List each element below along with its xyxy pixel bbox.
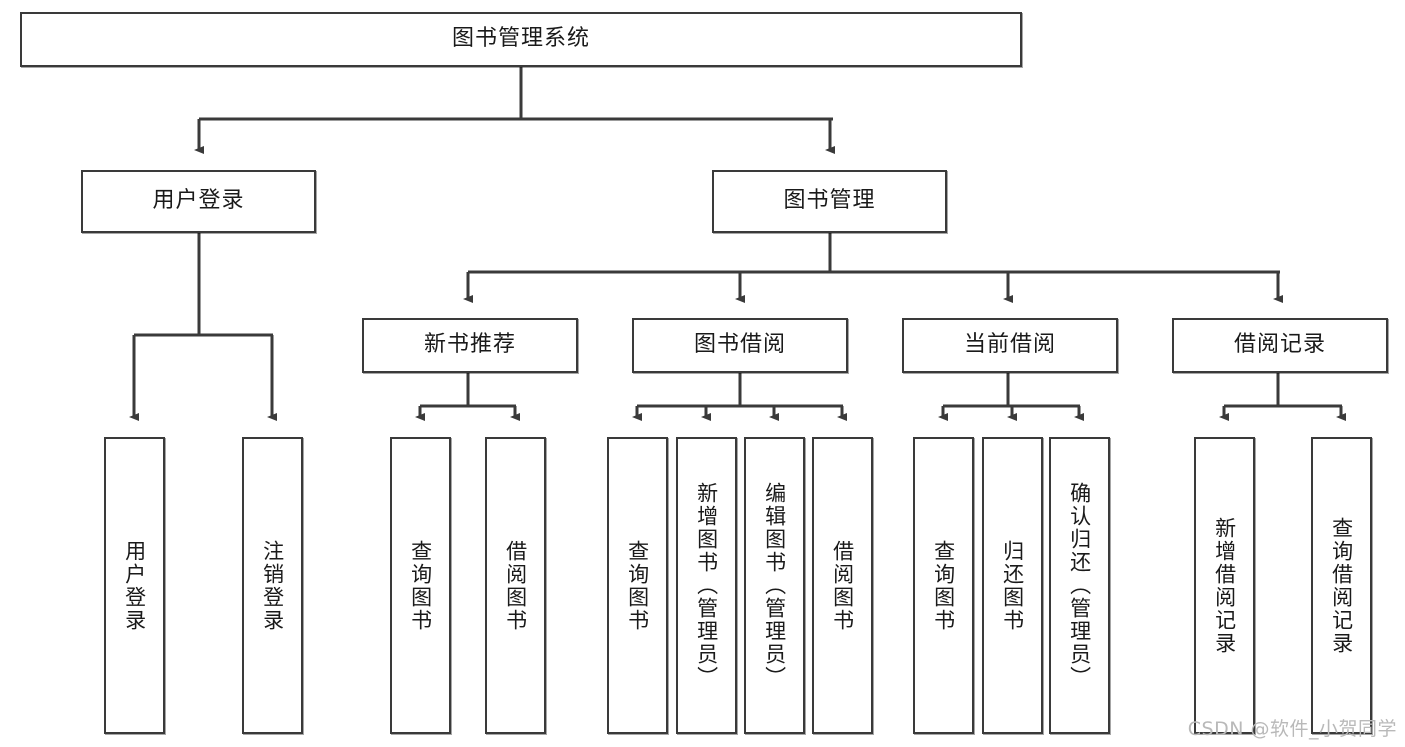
node-label: 图书管理系统 [451, 26, 590, 52]
node-book-management[interactable]: 图书管理 [712, 170, 947, 233]
node-label: 查询图书 [625, 539, 650, 632]
node-label: 编辑图书（管理员） [762, 482, 787, 689]
node-label: 查询图书 [408, 539, 433, 632]
node-label: 用户登录 [122, 539, 147, 632]
leaf-current-borrow-query-book[interactable]: 查询图书 [913, 437, 974, 734]
node-label: 新增借阅记录 [1212, 516, 1237, 655]
node-label: 借阅图书 [830, 539, 855, 632]
node-label: 归还图书 [1000, 539, 1025, 632]
node-label: 查询图书 [931, 539, 956, 632]
node-book-borrow[interactable]: 图书借阅 [632, 318, 848, 373]
leaf-user-login-user-login[interactable]: 用户登录 [104, 437, 165, 734]
node-label: 图书管理 [783, 188, 876, 214]
leaf-current-borrow-return-book[interactable]: 归还图书 [982, 437, 1043, 734]
node-label: 确认归还（管理员） [1067, 482, 1092, 689]
leaf-borrow-record-add-record[interactable]: 新增借阅记录 [1194, 437, 1255, 734]
leaf-new-book-query-book[interactable]: 查询图书 [390, 437, 451, 734]
node-label: 当前借阅 [963, 332, 1056, 358]
node-label: 用户登录 [152, 188, 245, 214]
node-label: 借阅记录 [1233, 332, 1326, 358]
node-label: 查询借阅记录 [1329, 516, 1354, 655]
leaf-book-borrow-add-book-admin[interactable]: 新增图书（管理员） [676, 437, 737, 734]
node-user-login[interactable]: 用户登录 [81, 170, 316, 233]
leaf-borrow-record-query-record[interactable]: 查询借阅记录 [1311, 437, 1372, 734]
node-current-borrow[interactable]: 当前借阅 [902, 318, 1118, 373]
node-label: 借阅图书 [503, 539, 528, 632]
leaf-book-borrow-query-book[interactable]: 查询图书 [607, 437, 668, 734]
leaf-book-borrow-borrow-book[interactable]: 借阅图书 [812, 437, 873, 734]
node-label: 注销登录 [260, 539, 285, 632]
node-root-book-management-system[interactable]: 图书管理系统 [20, 12, 1022, 67]
leaf-user-login-logout[interactable]: 注销登录 [242, 437, 303, 734]
leaf-new-book-borrow-book[interactable]: 借阅图书 [485, 437, 546, 734]
node-label: 图书借阅 [693, 332, 786, 358]
node-label: 新书推荐 [423, 332, 516, 358]
csdn-watermark: CSDN @软件_小贺同学 [1187, 718, 1397, 740]
node-borrow-record[interactable]: 借阅记录 [1172, 318, 1388, 373]
node-new-book-recommend[interactable]: 新书推荐 [362, 318, 578, 373]
leaf-current-borrow-confirm-return-admin[interactable]: 确认归还（管理员） [1049, 437, 1110, 734]
leaf-book-borrow-edit-book-admin[interactable]: 编辑图书（管理员） [744, 437, 805, 734]
node-label: 新增图书（管理员） [694, 482, 719, 689]
